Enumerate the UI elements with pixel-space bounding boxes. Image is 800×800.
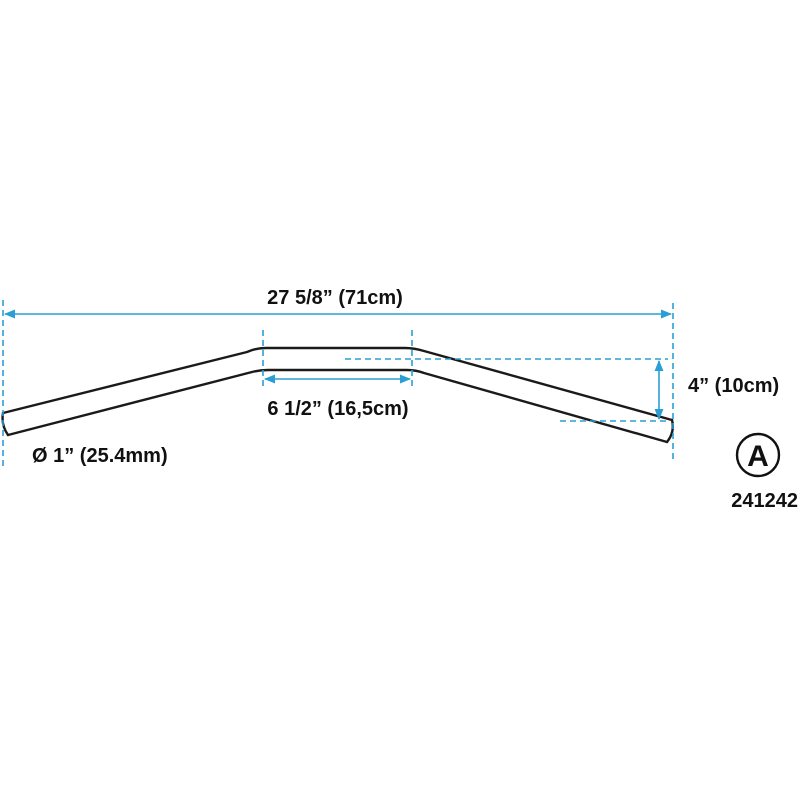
handlebar-bottom-edge [6, 368, 669, 444]
diameter-label: Ø 1” (25.4mm) [32, 445, 168, 467]
part-number: 241242 [731, 490, 798, 512]
dimension-lines [2, 300, 674, 470]
badge-circle [735, 432, 781, 478]
handlebar-top-edge [1, 346, 674, 422]
handlebar-outline [1, 346, 675, 444]
variant-badge: A [735, 432, 781, 478]
handlebar-right-end [665, 418, 675, 444]
center-width-label: 6 1/2” (16,5cm) [267, 398, 408, 420]
badge-letter: A [747, 440, 769, 473]
overall-width-label: 27 5/8” (71cm) [267, 287, 403, 309]
rise-label: 4” (10cm) [688, 375, 779, 397]
